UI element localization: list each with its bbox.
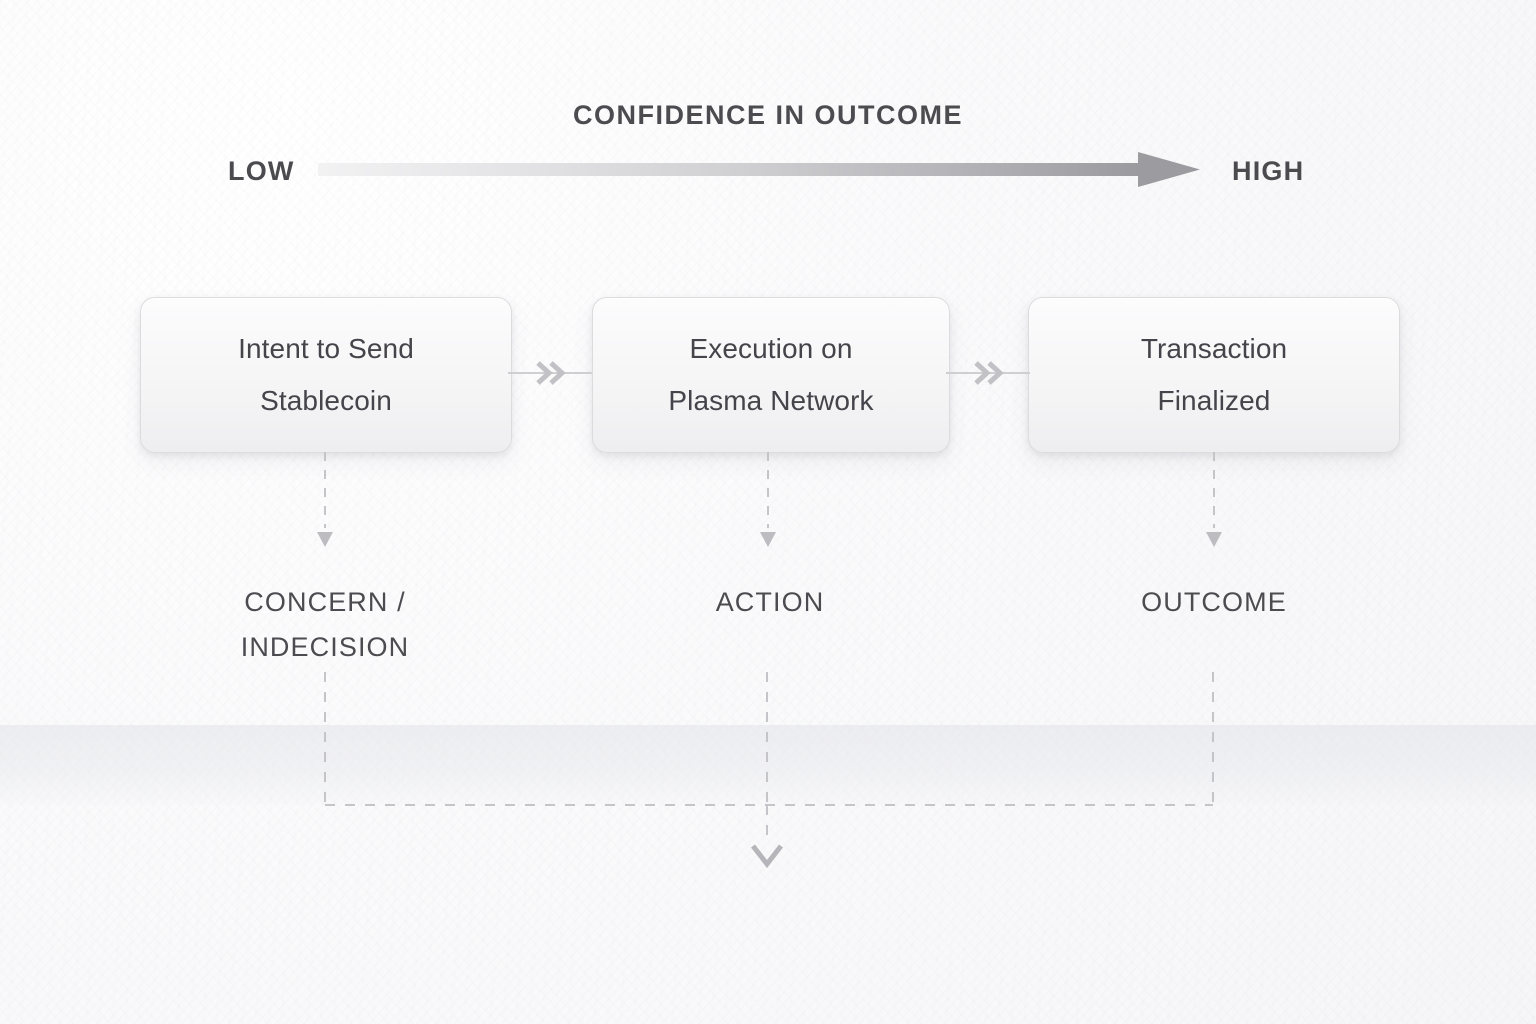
double-chevron-right-icon (946, 361, 1030, 385)
dashed-down-arrow-icon (1206, 452, 1222, 547)
stage-label-action: ACTION (715, 587, 825, 617)
dashed-down-arrow-icon (317, 452, 333, 547)
flow-node-execution[interactable]: Execution on Plasma Network (592, 297, 950, 453)
dashed-merge-bracket (324, 672, 1214, 869)
flow-node-finalized[interactable]: Transaction Finalized (1028, 297, 1400, 453)
flow-node-label: Transaction Finalized (1140, 333, 1288, 416)
stage-label-outcome: OUTCOME (1141, 587, 1287, 617)
scale-low-label: LOW (228, 156, 295, 186)
double-chevron-right-icon (508, 361, 592, 385)
dashed-down-arrow-icon (760, 452, 776, 547)
flow-node-intent[interactable]: Intent to Send Stablecoin (140, 297, 512, 453)
flow-node-label: Intent to Send Stablecoin (238, 333, 414, 416)
confidence-scale-row: LOW HIGH (0, 150, 1536, 198)
flow-node-label: Execution on Plasma Network (668, 333, 874, 416)
confidence-gradient-arrow-icon (318, 152, 1200, 187)
confidence-scale-title: CONFIDENCE IN OUTCOME (572, 100, 963, 130)
stage-label-concern: CONCERN / INDECISION (240, 587, 410, 662)
scale-high-label: HIGH (1232, 156, 1305, 186)
